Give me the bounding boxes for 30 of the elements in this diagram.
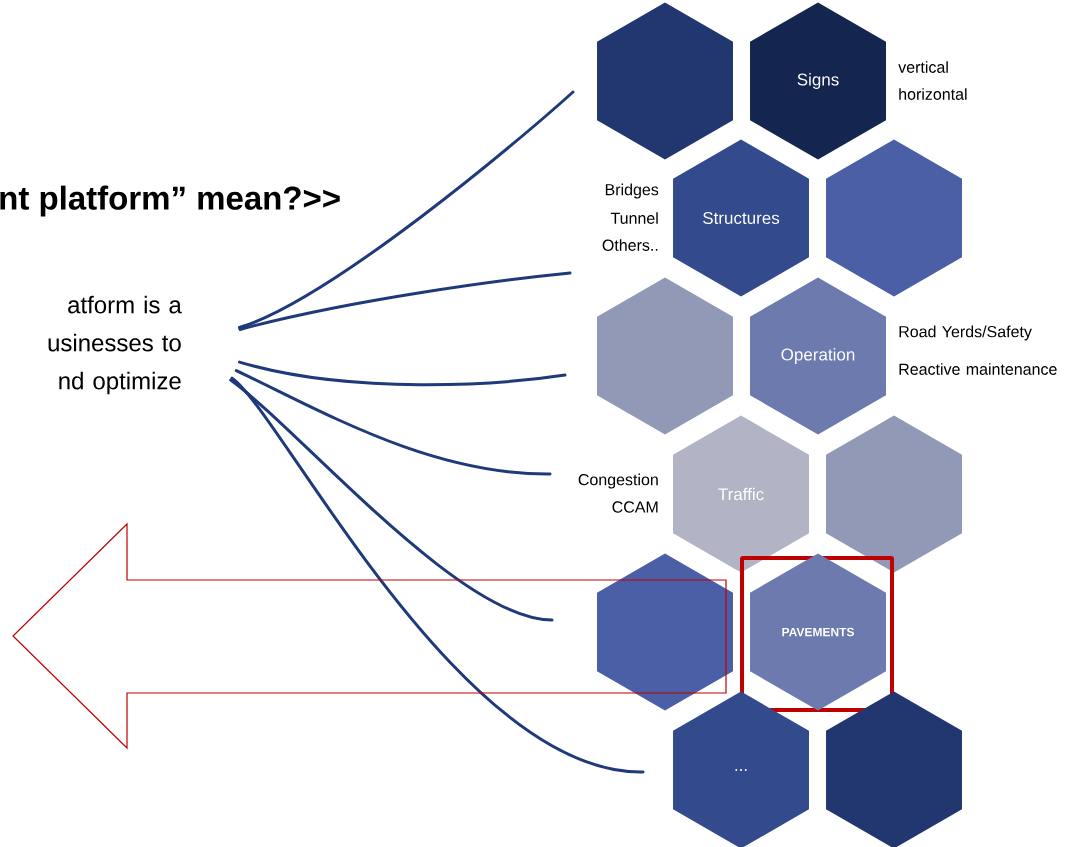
- curved-line: [234, 369, 552, 476]
- body-text: atform is a usinesses to nd optimize: [48, 295, 182, 395]
- block-arrow: [12, 522, 727, 750]
- hexagon-tile: Structures: [673, 139, 809, 297]
- curved-line: [238, 271, 572, 331]
- side-text: Congestion: [578, 473, 658, 489]
- curved-line: [237, 90, 575, 330]
- hexagon-tile: [597, 2, 733, 160]
- hexagon-tile: [597, 553, 733, 711]
- side-text: Bridges: [605, 183, 659, 199]
- side-text: Others..: [602, 239, 658, 251]
- side-text: CCAM: [612, 501, 658, 513]
- side-text: Tunnel: [610, 212, 658, 224]
- hexagon-tile: Traffic: [673, 415, 809, 573]
- heading: nt platform” mean?>>: [0, 185, 340, 217]
- side-text: Reactive maintenance: [899, 363, 1057, 375]
- side-text: horizontal: [899, 88, 967, 100]
- hexagon-tile: ...: [673, 691, 809, 847]
- hexagon-tile: [826, 415, 962, 573]
- curved-line: [230, 376, 645, 774]
- hexagon-tile: [826, 139, 962, 297]
- hexagon-tile: Operation: [750, 277, 886, 435]
- hexagon-tile: PAVEMENTS: [750, 553, 886, 711]
- hexagon-tile: [826, 691, 962, 847]
- curved-line: [229, 378, 554, 622]
- hexagon-tile: [597, 277, 733, 435]
- side-text: vertical: [898, 61, 948, 73]
- hexagon-tile: Signs: [750, 2, 886, 160]
- curved-line: [238, 360, 567, 387]
- side-text: Road Yerds/Safety: [899, 325, 1032, 341]
